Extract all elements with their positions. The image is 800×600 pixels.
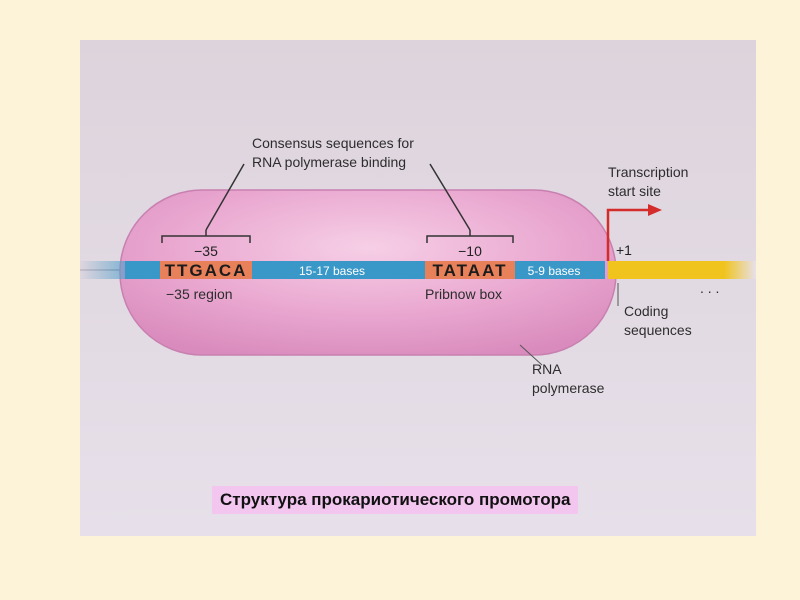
pribnow-box-label: Pribnow box bbox=[425, 286, 502, 302]
plus1-label: +1 bbox=[616, 242, 632, 258]
transcription-start-line2: start site bbox=[608, 183, 661, 199]
polymerase-leader bbox=[519, 344, 543, 366]
minus35-region-label: −35 region bbox=[166, 286, 233, 302]
minus10-box bbox=[425, 261, 515, 279]
spacer2-label: 5-9 bases bbox=[528, 264, 581, 278]
polymerase-label-line2: polymerase bbox=[532, 380, 605, 396]
minus35-sequence: TTGACA bbox=[165, 261, 248, 280]
dna-left-fade bbox=[80, 261, 128, 279]
coding-label-line2: sequences bbox=[624, 322, 692, 338]
consensus-label-line2: RNA polymerase binding bbox=[252, 154, 406, 170]
minus10-brace bbox=[426, 230, 514, 243]
promoter-diagram: TTGACA 15-17 bases TATAAT 5-9 bases −35 … bbox=[80, 135, 756, 396]
polymerase-label-line1: RNA bbox=[532, 361, 562, 377]
minus35-position: −35 bbox=[194, 243, 218, 259]
diagram-panel: TTGACA 15-17 bases TATAAT 5-9 bases −35 … bbox=[80, 40, 756, 536]
consensus-leader-right bbox=[429, 163, 471, 231]
minus10-sequence: TATAAT bbox=[433, 261, 508, 280]
transcription-start-line1: Transcription bbox=[608, 164, 688, 180]
minus35-brace bbox=[161, 230, 251, 243]
transcription-start-arrow bbox=[606, 208, 650, 261]
spacer1-label: 15-17 bases bbox=[299, 264, 365, 278]
consensus-leader-left bbox=[205, 163, 245, 231]
minus10-position: −10 bbox=[458, 243, 482, 259]
dna-right-fade bbox=[724, 261, 756, 279]
continuation-dots: . . . bbox=[700, 280, 719, 296]
minus35-box bbox=[160, 261, 252, 279]
transcription-arrowhead bbox=[648, 204, 662, 216]
consensus-label-line1: Consensus sequences for bbox=[252, 135, 414, 151]
coding-label-line1: Coding bbox=[624, 303, 668, 319]
dna-coding-segment bbox=[608, 261, 726, 279]
caption-title: Структура прокариотического промотора bbox=[212, 486, 579, 514]
